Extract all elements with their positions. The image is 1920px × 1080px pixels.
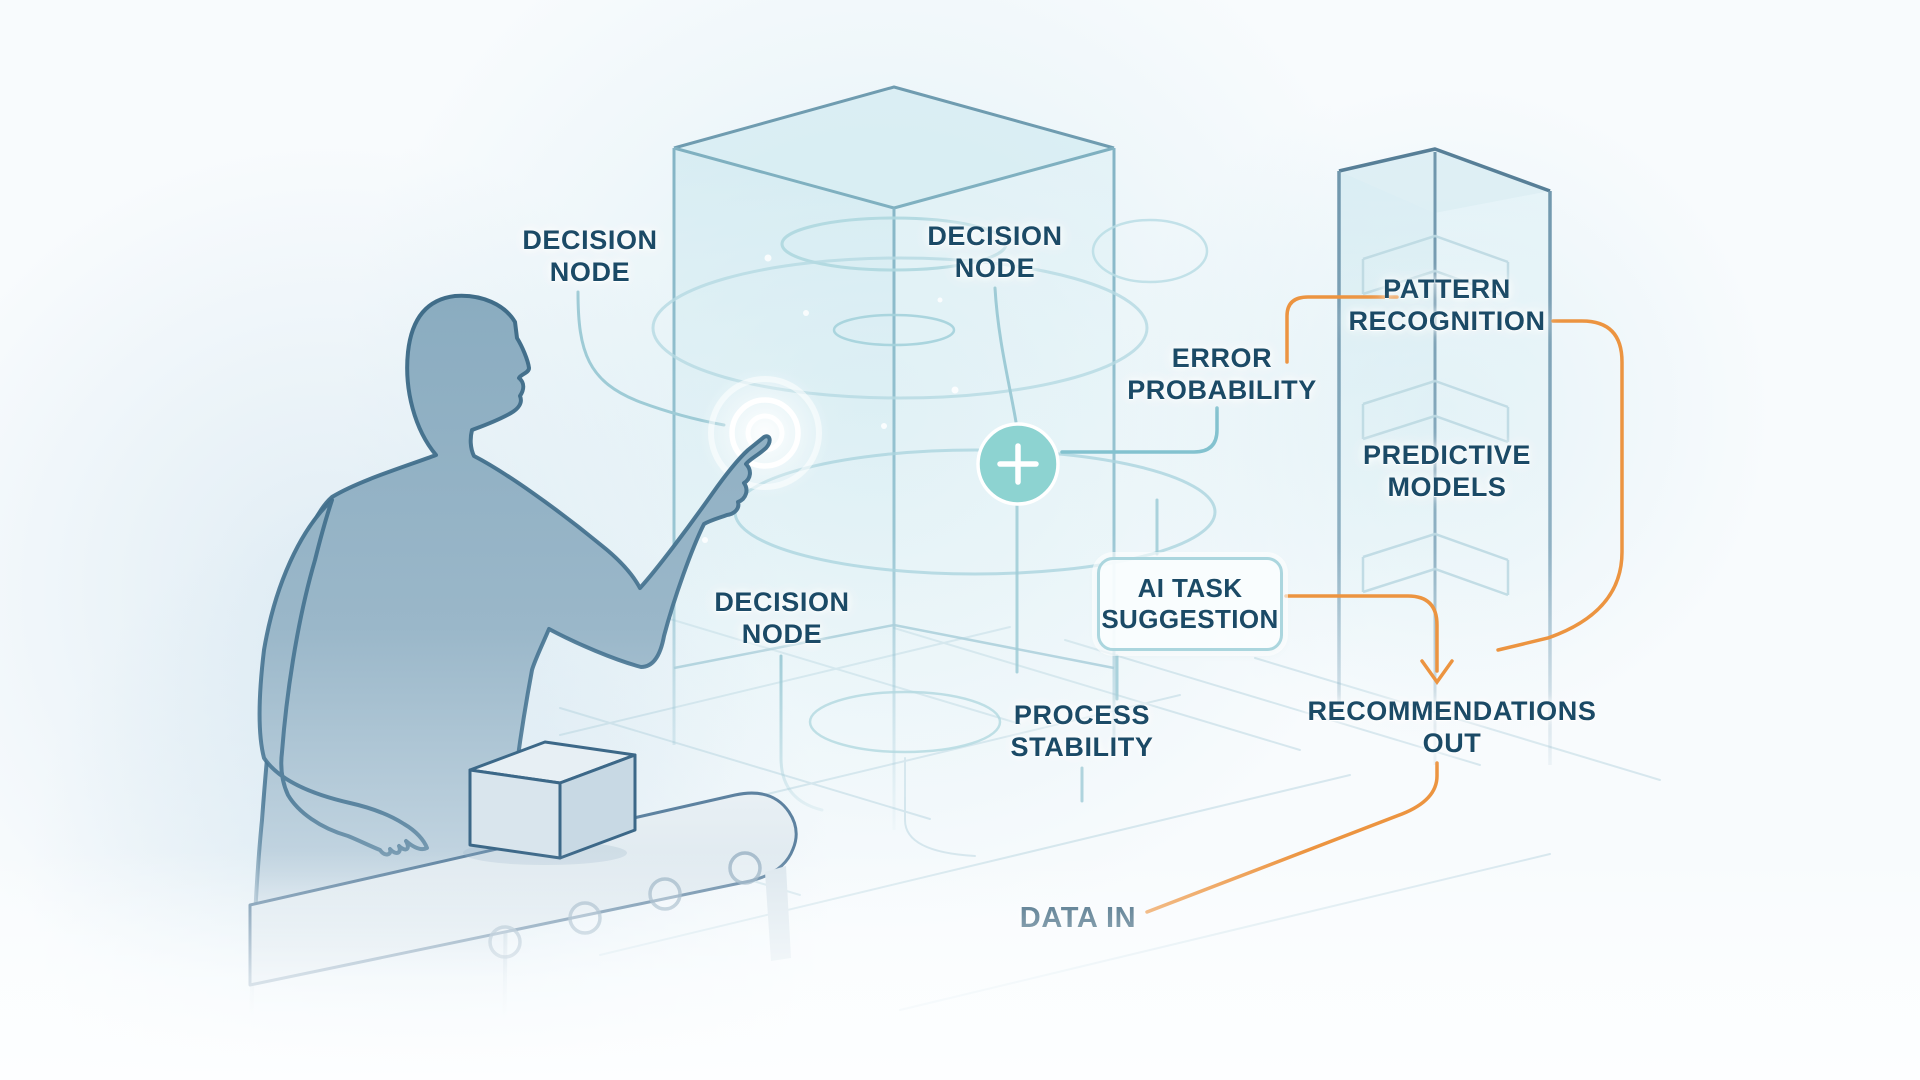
plus-icon [997, 443, 1039, 485]
label-line: PATTERN [1383, 274, 1511, 304]
label-line: NODE [954, 253, 1036, 283]
ring-small-inner [832, 313, 956, 347]
label-line: DECISION [927, 221, 1063, 251]
connector-aitask-to-recommendations [1284, 594, 1439, 673]
sparkle [764, 254, 772, 262]
touch-glow [699, 367, 831, 499]
ring-upper-large [651, 256, 1149, 400]
label-line: DECISION [522, 225, 658, 255]
sparkle [881, 423, 887, 429]
chevron-band-3 [1361, 532, 1510, 597]
package-front-face [468, 768, 562, 860]
ring-lower [808, 690, 1002, 754]
label-recommendations-out: RECOMMENDATIONS OUT [1308, 695, 1597, 759]
glass-box-floor-edge [673, 623, 1115, 670]
roller [568, 901, 602, 935]
connector-error-to-pattern [1285, 295, 1399, 364]
analysis-tower [1337, 147, 1552, 765]
grid-line [559, 707, 931, 820]
sparkle-dots [702, 254, 959, 543]
sparkle [951, 386, 959, 394]
touch-ring-mid [729, 397, 801, 469]
label-process-stability: PROCESS STABILITY [1011, 699, 1154, 763]
label-line: DECISION [714, 587, 850, 617]
label-line: STABILITY [1010, 732, 1154, 762]
ring-top-inner [780, 216, 1008, 272]
person-resting-arm [257, 498, 429, 857]
sparkle [702, 537, 708, 543]
package-box [468, 740, 637, 860]
leader-error-probability [1060, 406, 1219, 454]
resting-arm [257, 498, 429, 857]
label-line: PROCESS [1013, 700, 1151, 730]
connector-pattern-to-recommendations [1496, 319, 1624, 652]
ai-task-suggestion-card: AI TASK SUGGESTION [1097, 557, 1283, 651]
label-line: AI TASK [1137, 573, 1243, 603]
tower-left-pane [1339, 171, 1435, 760]
roller [728, 851, 762, 885]
label-line: DATA IN [1019, 902, 1137, 934]
label-line: NODE [549, 257, 631, 287]
label-line: PREDICTIVE [1362, 440, 1532, 470]
roller [648, 877, 682, 911]
label-line: NODE [741, 619, 823, 649]
touch-ripple [699, 367, 831, 499]
sparkle [937, 297, 943, 303]
chevron-band-2 [1361, 379, 1510, 444]
sparkle [803, 310, 809, 316]
label-line: PROBABILITY [1127, 375, 1317, 405]
leader-lines [576, 286, 1219, 812]
tower-top-face [1339, 149, 1550, 213]
label-decision-node-lower: DECISION NODE [714, 586, 849, 650]
plus-node [976, 422, 1060, 506]
leader-decision-top [993, 286, 1018, 424]
label-line: ERROR [1171, 343, 1273, 373]
label-data-in: DATA IN [1020, 902, 1136, 934]
label-line: RECOGNITION [1348, 306, 1546, 336]
label-line: RECOMMENDATIONS [1307, 696, 1597, 726]
label-error-probability: ERROR PROBABILITY [1127, 342, 1317, 406]
label-decision-node-top: DECISION NODE [927, 220, 1062, 284]
label-line: SUGGESTION [1101, 604, 1279, 634]
chevron-band-1 [1361, 234, 1510, 299]
package-side-face [558, 753, 637, 860]
ring-top-right [1091, 218, 1209, 284]
label-line: OUT [1422, 728, 1482, 758]
roller [488, 925, 522, 959]
arrow-down-icon [1420, 659, 1454, 686]
touch-ring-outer [708, 376, 822, 490]
connector-recommendations-to-datain [1145, 761, 1439, 914]
tower-chevron-bands [1361, 234, 1510, 597]
label-predictive-models: PREDICTIVE MODELS [1363, 439, 1531, 503]
tower-right-pane [1435, 191, 1550, 760]
flow-connectors [1145, 295, 1624, 914]
glass-box-top-back-edges [673, 85, 1115, 150]
tower-top-edges [1338, 147, 1551, 193]
label-line: MODELS [1387, 472, 1507, 502]
leader-decision-left [576, 290, 726, 427]
label-pattern-recognition: PATTERN RECOGNITION [1348, 273, 1545, 337]
label-decision-node-left: DECISION NODE [522, 224, 657, 288]
leader-decision-lower [779, 654, 824, 812]
